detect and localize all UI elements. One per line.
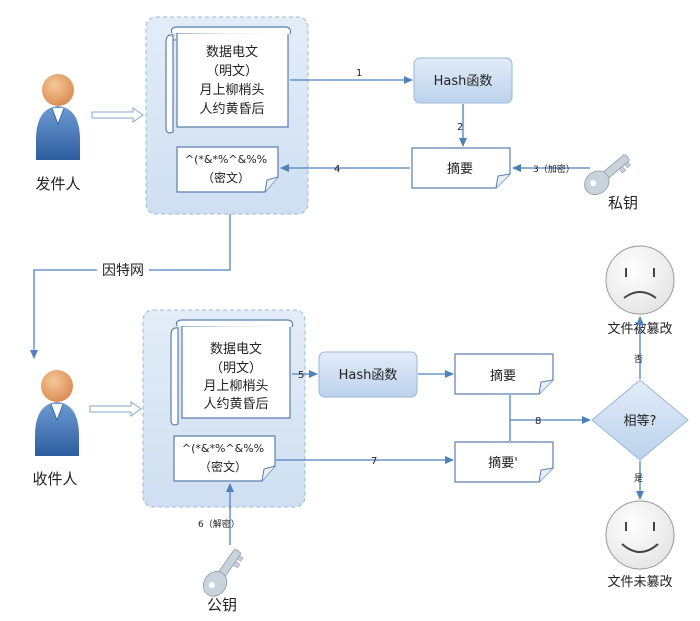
digest-bottom-label: 摘要 bbox=[490, 368, 516, 384]
sad-face-icon bbox=[605, 245, 675, 315]
sender-cipher-line-2: （密文） bbox=[202, 170, 250, 185]
sender-doc-line-4: 人约黄昏后 bbox=[199, 102, 264, 117]
digest-prime-label: 摘要' bbox=[488, 455, 518, 471]
receiver-doc-line-4: 人约黄昏后 bbox=[203, 397, 268, 412]
public-key-icon bbox=[203, 549, 244, 597]
receiver-doc-line-2: （明文） bbox=[210, 361, 262, 376]
receiver-plaintext-scroll: 数据电文 （明文） 月上柳梢头 人约黄昏后 bbox=[170, 319, 294, 426]
sender-label: 发件人 bbox=[35, 175, 80, 193]
internet-label: 因特网 bbox=[102, 263, 144, 279]
receiver-ciphertext-note: ^(*&*%^&%% （密文） bbox=[173, 435, 276, 482]
sender-plaintext-scroll: 数据电文 （明文） 月上柳梢头 人约黄昏后 bbox=[165, 26, 292, 134]
no-label: 否 bbox=[634, 354, 643, 365]
sender-hollow-arrow bbox=[91, 107, 144, 123]
step-1-label: 1 bbox=[356, 68, 362, 79]
yes-label: 是 bbox=[634, 473, 643, 484]
sender-cipher-line-1: ^(*&*%^&%% bbox=[185, 153, 267, 166]
happy-face-icon bbox=[605, 500, 675, 570]
digest-top-box: 摘要 bbox=[411, 147, 511, 189]
digest-top-label: 摘要 bbox=[447, 161, 473, 177]
sender-doc-line-1: 数据电文 bbox=[206, 45, 258, 60]
hash-function-top-box: Hash函数 bbox=[413, 57, 513, 104]
step-6-label: 6（解密） bbox=[198, 518, 240, 530]
equal-label: 相等? bbox=[624, 413, 657, 429]
hash-function-bottom-box: Hash函数 bbox=[318, 351, 418, 398]
step-2-label: 2 bbox=[457, 122, 463, 133]
step-4-label: 4 bbox=[334, 164, 340, 175]
step-3-label: 3（加密） bbox=[533, 163, 575, 175]
receiver-doc-line-3: 月上柳梢头 bbox=[203, 379, 268, 394]
receiver-hollow-arrow bbox=[89, 401, 142, 417]
sender-doc-line-3: 月上柳梢头 bbox=[199, 83, 264, 98]
receiver-cipher-line-1: ^(*&*%^&%% bbox=[182, 442, 264, 455]
step-8-label: 8 bbox=[535, 416, 541, 427]
digest-prime-box: 摘要' bbox=[454, 441, 554, 483]
hash-top-label: Hash函数 bbox=[434, 74, 493, 89]
private-key-label: 私钥 bbox=[608, 194, 638, 212]
sender-doc-line-2: （明文） bbox=[206, 64, 258, 79]
hash-bottom-label: Hash函数 bbox=[339, 368, 398, 383]
sender-person-icon bbox=[36, 74, 80, 160]
equal-decision-diamond: 相等? bbox=[591, 379, 689, 461]
not-tampered-label: 文件未篡改 bbox=[607, 574, 672, 590]
receiver-person-icon bbox=[35, 370, 79, 456]
digest-bottom-box: 摘要 bbox=[454, 353, 554, 395]
receiver-doc-line-1: 数据电文 bbox=[210, 342, 262, 357]
receiver-label: 收件人 bbox=[32, 470, 77, 488]
sender-ciphertext-note: ^(*&*%^&%% （密文） bbox=[176, 146, 279, 193]
public-key-label: 公钥 bbox=[207, 596, 237, 614]
step-5-label: 5 bbox=[298, 370, 304, 381]
private-key-icon bbox=[584, 154, 631, 195]
step-7-label: 7 bbox=[371, 456, 377, 467]
receiver-cipher-line-2: （密文） bbox=[199, 459, 247, 474]
